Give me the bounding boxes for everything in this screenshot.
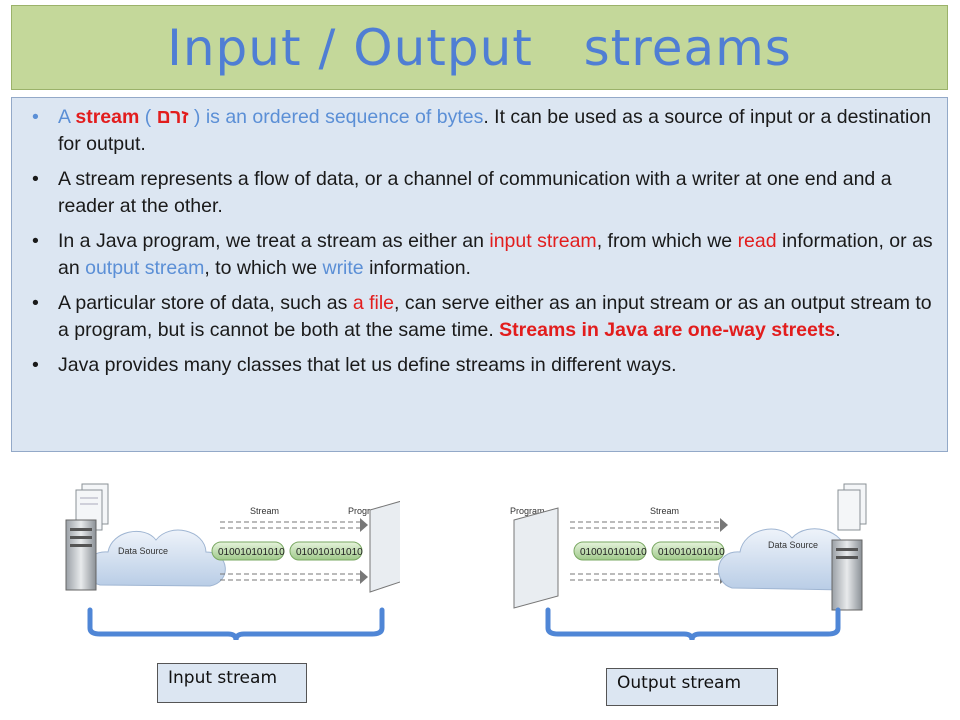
input-stream-diagram: Data Source Stream Program 010010101010 … xyxy=(65,483,400,640)
bullet-1-text-c: ) is an ordered sequence of bytes xyxy=(188,106,484,128)
program-label: Program xyxy=(348,506,383,516)
bullet-3-text-e: information. xyxy=(363,257,471,279)
program-label: Program xyxy=(510,506,545,516)
bits-pill xyxy=(573,541,647,561)
bullet-3-text-c: information, or as an xyxy=(58,230,933,279)
arrow-head-icon xyxy=(360,570,368,584)
data-source-label: Data Source xyxy=(768,540,818,550)
brace-icon xyxy=(545,607,841,640)
bullet-4-a-file: a file xyxy=(352,292,395,314)
bits-text: 010010101010 xyxy=(658,547,725,558)
stream-label: Stream xyxy=(250,506,279,516)
output-stream-diagram: Program Stream 010010101010 010010101010… xyxy=(510,483,867,640)
bullet-1-text-b: ( xyxy=(139,106,157,128)
bullet-3-text-b: , from which we xyxy=(596,230,738,252)
title-bar: Input / Output streams xyxy=(11,5,948,90)
bullet-3-write: write xyxy=(322,257,364,279)
bullet-2-text: A stream represents a flow of data, or a… xyxy=(58,168,892,217)
bullet-dot: • xyxy=(32,354,39,376)
program-window-icon xyxy=(369,500,400,593)
page-title: Input / Output streams xyxy=(167,18,792,77)
bullet-1-text-d: . It can be used as a source of input or… xyxy=(58,106,932,155)
content-box: • A stream ( זרם ) is an ordered sequenc… xyxy=(11,97,948,452)
arrow-head-icon xyxy=(720,518,728,532)
bullet-list: • A stream ( זרם ) is an ordered sequenc… xyxy=(12,104,947,387)
bullet-dot: • xyxy=(32,230,39,252)
input-stream-label: Input stream xyxy=(157,663,307,703)
bullet-3-text-a: In a Java program, we treat a stream as … xyxy=(58,230,490,252)
bits-text: 010010101010 xyxy=(218,547,285,558)
bits-text: 010010101010 xyxy=(296,547,363,558)
bullet-4: • A particular store of data, such as a … xyxy=(12,290,947,344)
bullet-1-hebrew-word: זרם xyxy=(156,106,189,128)
bullet-3-output-stream: output stream xyxy=(85,257,205,279)
bullet-5-text: Java provides many classes that let us d… xyxy=(58,354,677,376)
bullet-4-text-c: . xyxy=(835,319,841,341)
bullet-dot: • xyxy=(32,106,39,128)
bits-pill xyxy=(289,541,363,561)
arrow-row-bottom xyxy=(570,573,720,581)
bits-pill xyxy=(651,541,725,561)
bullet-3: • In a Java program, we treat a stream a… xyxy=(12,228,947,282)
arrow-head-icon xyxy=(360,518,368,532)
document-stack-icon xyxy=(837,483,867,531)
program-window-icon xyxy=(513,507,559,609)
bullet-dot: • xyxy=(32,168,39,190)
arrow-row-top xyxy=(570,521,720,529)
bits-pill xyxy=(211,541,285,561)
cloud-icon xyxy=(86,529,226,587)
document-stack-icon xyxy=(75,483,109,531)
bullet-1-text-a: A xyxy=(58,106,76,128)
bullet-1-stream-word: stream xyxy=(75,106,140,128)
arrow-row-bottom xyxy=(220,573,360,581)
bullet-3-input-stream: input stream xyxy=(489,230,597,252)
stream-label: Stream xyxy=(650,506,679,516)
bullet-3-read: read xyxy=(737,230,777,252)
output-stream-label: Output stream xyxy=(606,668,778,706)
bullet-dot: • xyxy=(32,292,39,314)
bullet-1: • A stream ( זרם ) is an ordered sequenc… xyxy=(12,104,947,158)
bullet-2: • A stream represents a flow of data, or… xyxy=(12,166,947,220)
bullet-3-text-d: , to which we xyxy=(204,257,323,279)
arrow-row-top xyxy=(220,521,360,529)
bits-text: 010010101010 xyxy=(580,547,647,558)
server-icon xyxy=(831,539,863,611)
bullet-4-text-b: , can serve either as an input stream or… xyxy=(58,292,932,341)
server-icon xyxy=(65,519,97,591)
bullet-4-text-a: A particular store of data, such as xyxy=(58,292,353,314)
bullet-5: • Java provides many classes that let us… xyxy=(12,352,947,379)
data-source-label: Data Source xyxy=(118,546,168,556)
bullet-4-emphasis: Streams in Java are one-way streets xyxy=(499,319,836,341)
brace-icon xyxy=(87,607,385,640)
